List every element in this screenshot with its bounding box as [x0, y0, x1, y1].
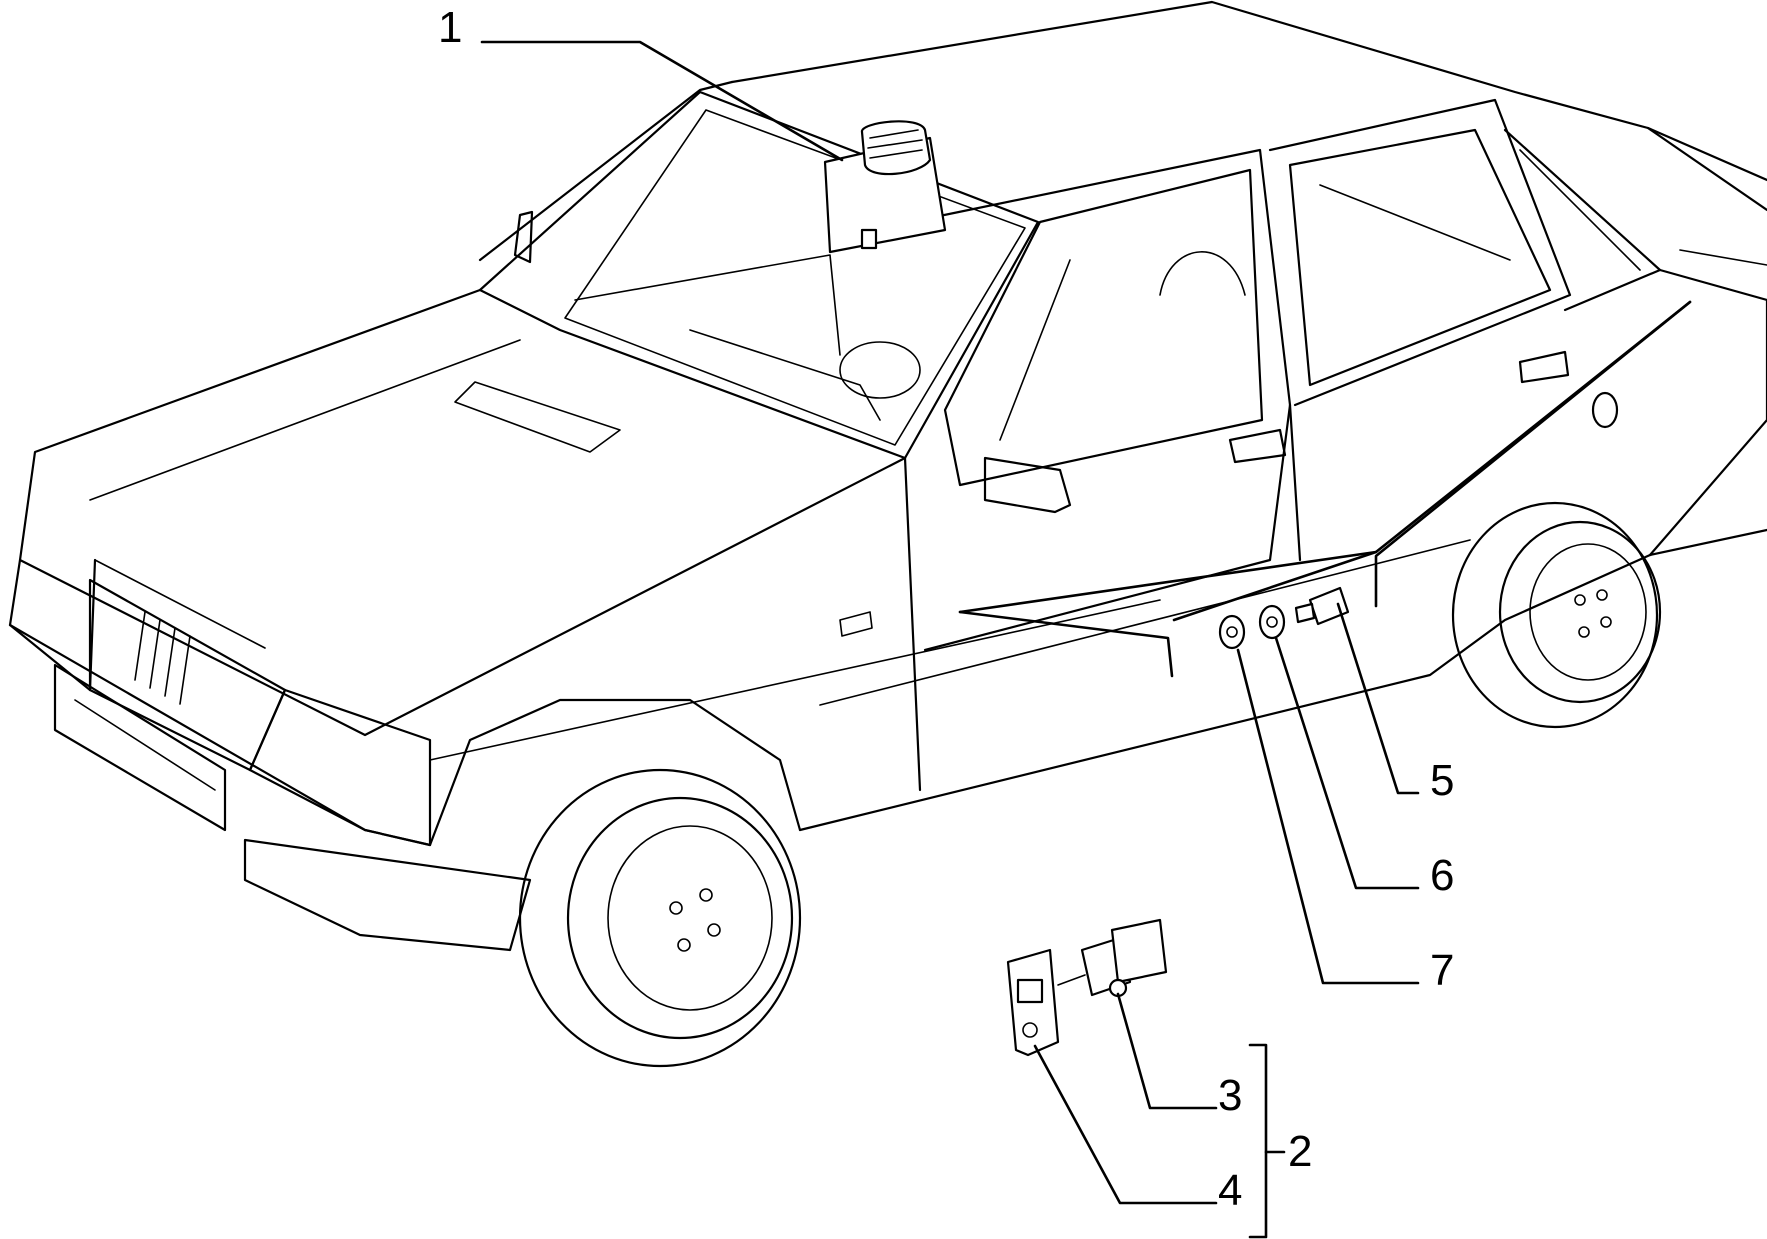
rear-wheel-icon: [1451, 501, 1662, 729]
leader-lines: [480, 40, 1692, 1239]
interior-mirror-lamp-icon: [823, 120, 947, 254]
car-outline-icon: [8, 0, 1767, 952]
callout-6: 6: [1430, 851, 1454, 900]
callout-5: 5: [1430, 756, 1454, 805]
door-switch-assembly-icon: [1006, 918, 1168, 1057]
front-wheel-icon: [518, 768, 802, 1068]
callout-3: 3: [1218, 1071, 1242, 1120]
callout-4: 4: [1218, 1166, 1242, 1215]
callout-7: 7: [1430, 946, 1454, 995]
callout-1: 1: [438, 3, 462, 52]
door-switch-small-parts-icon: [1218, 586, 1350, 650]
callout-2: 2: [1288, 1127, 1312, 1176]
